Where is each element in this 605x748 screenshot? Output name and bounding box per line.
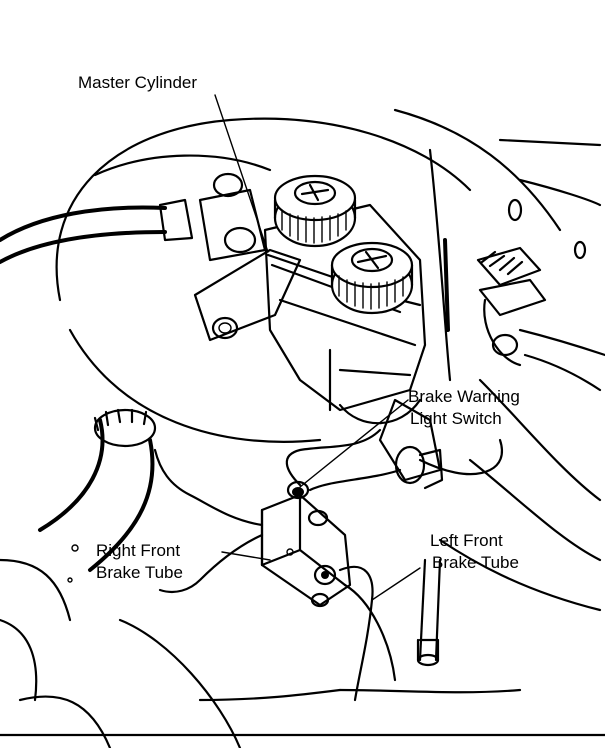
master-cylinder [193, 174, 444, 490]
label-left-front-line1: Left Front [430, 531, 503, 550]
label-brake-warning-line1: Brake Warning [408, 387, 520, 406]
leader-master-cylinder [214, 94, 269, 253]
label-brake-warning-line2: Light Switch [410, 409, 502, 428]
reservoir-cap-rear [330, 241, 414, 315]
right-bracket-assembly [443, 238, 605, 392]
callout-labels: Master Cylinder Brake Warning Light Swit… [78, 73, 520, 582]
label-left-front-line2: Brake Tube [432, 553, 519, 572]
leader-brake-warning-switch [299, 399, 409, 488]
leader-lines [214, 94, 421, 601]
label-right-front-line1: Right Front [96, 541, 180, 560]
leader-left-front-tube [371, 567, 421, 601]
engine-bay-background [0, 108, 605, 748]
leader-right-front-tube [221, 551, 271, 561]
label-right-front-line2: Brake Tube [96, 563, 183, 582]
reservoir-cap-front [273, 174, 357, 248]
label-master-cylinder: Master Cylinder [78, 73, 197, 92]
brake-tubes [153, 428, 504, 702]
proportioning-valve [260, 480, 352, 608]
